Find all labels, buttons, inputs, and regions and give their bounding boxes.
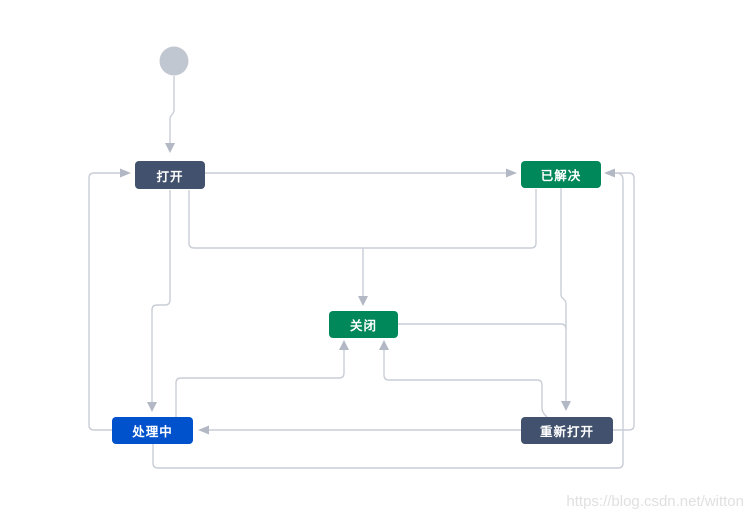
arrowhead-into-open-left bbox=[120, 168, 131, 178]
arrowhead-into-inprogress-right bbox=[198, 425, 209, 435]
edge-open-to-inprogress bbox=[151, 190, 171, 402]
node-reopened-label: 重新打开 bbox=[539, 425, 594, 439]
start-node-circle[interactable] bbox=[159, 46, 189, 76]
edge-resolved-to-reopened bbox=[560, 188, 567, 401]
edge-start-to-open bbox=[169, 76, 175, 143]
edge-inprogress-to-closed bbox=[175, 350, 345, 417]
watermark-url: https://blog.csdn.net/witton bbox=[566, 493, 744, 510]
arrowhead-into-closed-bottom-left bbox=[339, 340, 349, 350]
edge-reopened-to-resolved bbox=[613, 172, 635, 431]
edge-open-and-resolved-bus bbox=[188, 189, 537, 249]
edge-closed-to-reopened bbox=[398, 323, 567, 330]
edge-inprogress-to-open bbox=[88, 172, 120, 431]
arrowhead-into-closed-bottom-right bbox=[379, 340, 389, 350]
arrowhead-into-resolved-right bbox=[604, 168, 615, 178]
node-resolved-label: 已解决 bbox=[540, 169, 582, 183]
arrowhead-into-reopened-top bbox=[561, 401, 571, 411]
arrowhead-into-open-top bbox=[165, 143, 175, 153]
node-open[interactable]: 打开 bbox=[135, 161, 205, 189]
node-in-progress[interactable]: 处理中 bbox=[112, 417, 193, 444]
edge-reopened-to-closed bbox=[383, 350, 548, 418]
node-open-label: 打开 bbox=[156, 169, 184, 184]
edge-inprogress-to-resolved bbox=[152, 172, 624, 469]
node-closed[interactable]: 关闭 bbox=[329, 311, 398, 338]
node-reopened[interactable]: 重新打开 bbox=[521, 417, 613, 444]
node-closed-label: 关闭 bbox=[349, 319, 377, 333]
node-resolved[interactable]: 已解决 bbox=[521, 161, 601, 188]
node-in-progress-label: 处理中 bbox=[132, 425, 173, 439]
arrowhead-into-inprogress-top bbox=[147, 402, 157, 412]
arrowhead-into-closed-top bbox=[358, 296, 368, 306]
arrowhead-into-resolved-left bbox=[506, 168, 517, 178]
